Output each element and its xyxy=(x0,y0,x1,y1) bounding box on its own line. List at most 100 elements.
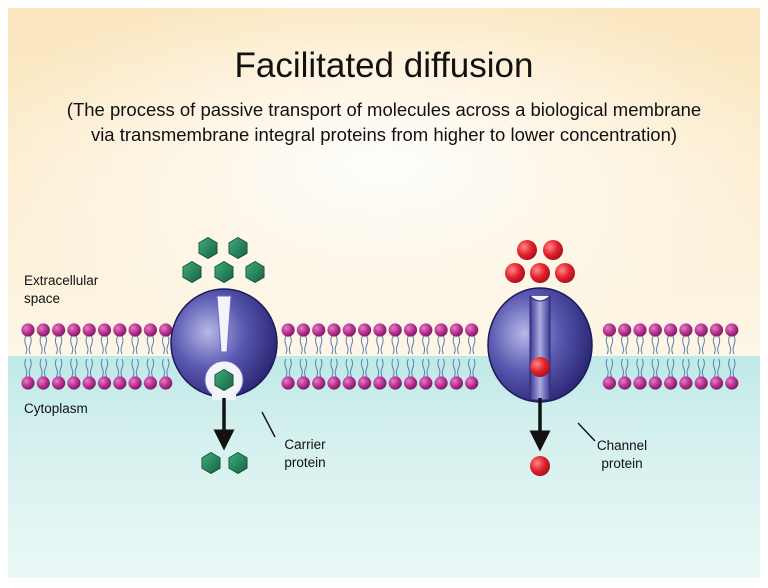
lipid-tail xyxy=(468,335,471,355)
lipid-tail xyxy=(426,335,430,355)
carrier-label-line1: Carrier xyxy=(284,437,326,452)
lipid-head xyxy=(296,323,310,337)
lipid-tail xyxy=(472,335,476,355)
lipid-tail xyxy=(468,358,471,378)
lipid-head xyxy=(403,323,418,337)
lipid-tail xyxy=(640,358,644,378)
lipid-tail xyxy=(24,358,28,378)
lipid-tail xyxy=(135,358,139,378)
lipid-tail xyxy=(330,358,334,378)
lipid-head xyxy=(67,323,81,337)
red-sphere-molecule xyxy=(555,263,575,283)
extracellular-label-line2: space xyxy=(24,291,61,306)
lipid-tail xyxy=(610,335,614,355)
lipid-tail xyxy=(411,358,415,378)
lipid-head xyxy=(449,376,463,390)
lipid-tail xyxy=(85,335,89,355)
lipid-tail xyxy=(422,358,426,378)
lipid-tail xyxy=(666,358,670,378)
lipid-head xyxy=(664,323,678,337)
lipid-tail xyxy=(686,358,690,378)
lipid-head xyxy=(373,323,387,337)
molecules-layer xyxy=(182,237,575,476)
lipid-tail xyxy=(625,358,629,378)
lipid-tail xyxy=(166,335,170,355)
lipid-tail xyxy=(299,358,303,378)
lipid-tail xyxy=(457,358,461,378)
lipid-tail xyxy=(135,335,139,355)
lipid-tail xyxy=(636,335,640,355)
lipid-tail xyxy=(74,358,78,378)
lipid-tail xyxy=(345,335,349,355)
lipid-head xyxy=(419,376,433,390)
lipid-head xyxy=(82,323,96,337)
red-sphere-molecule xyxy=(530,357,550,377)
lipid-head xyxy=(312,323,326,337)
lipid-head xyxy=(725,323,739,337)
lipid-tail xyxy=(437,335,441,355)
red-sphere-molecule xyxy=(505,263,525,283)
lipid-tail xyxy=(116,335,120,355)
lipid-head xyxy=(388,376,402,390)
lipid-tail xyxy=(728,335,732,355)
lipid-head xyxy=(679,376,693,390)
lipid-tail xyxy=(284,358,288,378)
lipid-tail xyxy=(621,335,624,355)
lipid-tail xyxy=(391,335,395,355)
lipid-tail xyxy=(24,335,28,355)
lipid-head xyxy=(664,376,678,390)
lipid-head xyxy=(602,323,617,337)
lipid-tail xyxy=(105,358,109,378)
lipid-tail xyxy=(131,335,135,355)
lipid-head xyxy=(434,376,448,390)
lipid-head xyxy=(82,376,96,390)
lipid-tail xyxy=(100,335,104,355)
diagram-subtitle-line1: (The process of passive transport of mol… xyxy=(66,99,702,120)
lipid-head xyxy=(342,323,356,337)
hexagon-molecule xyxy=(228,237,248,259)
red-sphere-molecule xyxy=(530,263,550,283)
lipid-tail xyxy=(304,358,308,378)
lipid-head xyxy=(113,376,127,390)
lipid-head xyxy=(618,323,632,337)
lipid-tail xyxy=(319,358,323,378)
diagram-subtitle-line2: via transmembrane integral proteins from… xyxy=(90,124,678,145)
lipid-head xyxy=(143,323,157,337)
lipid-head xyxy=(21,376,35,390)
diagram-title: Facilitated diffusion xyxy=(234,46,534,85)
lipid-head xyxy=(602,376,617,390)
lipid-tail xyxy=(120,358,124,378)
lipid-head xyxy=(679,323,693,337)
carrier-label-leader xyxy=(261,411,276,438)
lipid-tail xyxy=(54,335,58,355)
lipid-tail xyxy=(656,358,659,378)
background-glow xyxy=(8,8,760,356)
lipid-head xyxy=(694,323,708,337)
lipid-head xyxy=(709,323,724,337)
hexagon-molecule xyxy=(182,261,202,283)
lipid-head xyxy=(449,323,463,337)
lipid-head xyxy=(143,376,157,390)
lipid-head xyxy=(128,323,142,337)
channel-protein xyxy=(487,287,593,403)
lipid-head xyxy=(327,376,341,390)
lipid-tail xyxy=(39,358,43,378)
lipid-head xyxy=(67,376,81,390)
lipid-tail xyxy=(304,335,308,355)
hexagon-molecule xyxy=(201,452,221,474)
lipid-head xyxy=(709,376,724,390)
lipid-tail xyxy=(70,335,74,355)
lipid-tail xyxy=(59,335,63,355)
lipid-tail xyxy=(28,335,32,355)
lipid-tail xyxy=(365,358,369,378)
lipid-tail xyxy=(330,335,334,355)
cytoplasm-background xyxy=(8,356,760,578)
lipid-tail xyxy=(671,358,675,378)
lipid-tail xyxy=(350,335,353,355)
lipid-head xyxy=(403,376,418,390)
lipid-tail xyxy=(151,358,155,378)
cytoplasm-label: Cytoplasm xyxy=(24,401,88,416)
lipid-tail xyxy=(319,335,323,355)
hexagon-molecule xyxy=(228,452,248,474)
